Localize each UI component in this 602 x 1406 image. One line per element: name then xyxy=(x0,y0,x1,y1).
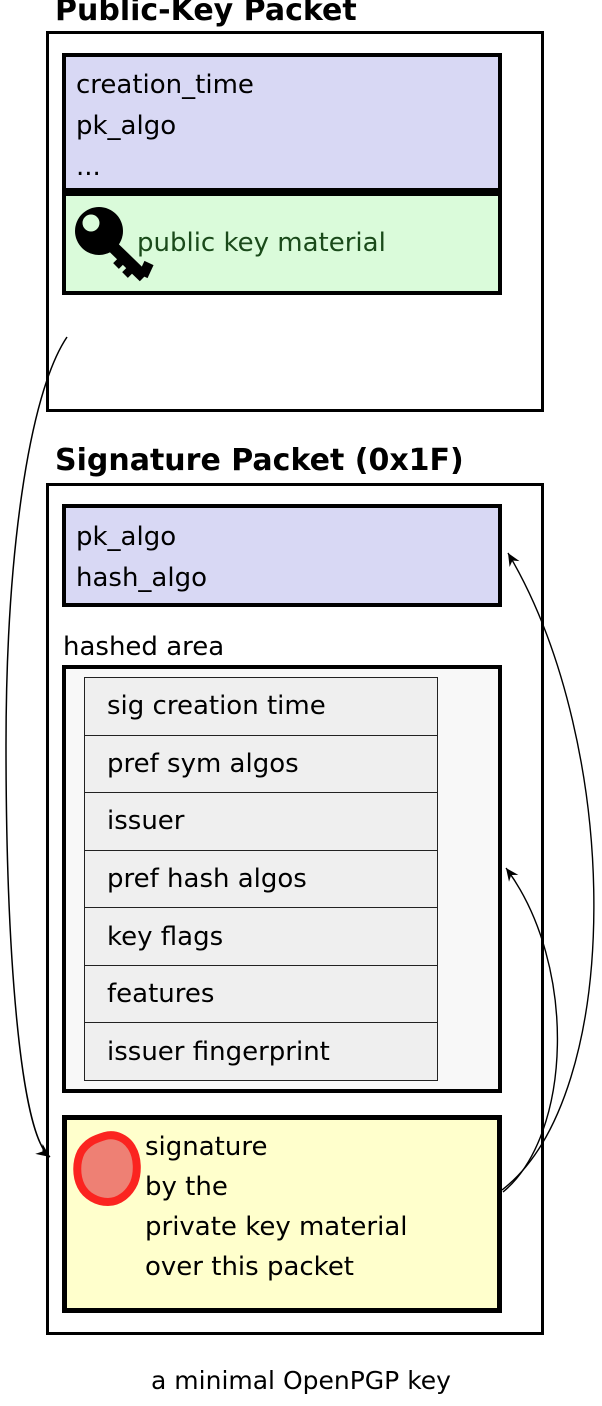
seal-icon xyxy=(73,1131,141,1206)
hashed-subpacket-list: sig creation time pref sym algos issuer … xyxy=(84,677,438,1081)
subpacket-row: issuer xyxy=(85,793,437,851)
field-pk-algo: pk_algo xyxy=(76,522,177,552)
signature-algo-box: pk_algo hash_algo xyxy=(62,504,502,607)
subpacket-row: pref hash algos xyxy=(85,850,437,909)
signature-packet-box: pk_algo hash_algo hashed area sig creati… xyxy=(46,483,544,1335)
signature-box: signature by the private key material ov… xyxy=(62,1115,502,1313)
public-key-material-box: public key material xyxy=(62,192,502,295)
field-hash-algo: hash_algo xyxy=(76,563,208,593)
public-key-fields-box: creation_time pk_algo ... xyxy=(62,53,502,192)
public-key-packet-box: creation_time pk_algo ... public key mat… xyxy=(46,31,544,412)
public-key-material-label: public key material xyxy=(137,228,386,258)
subpacket-row: pref sym algos xyxy=(85,735,437,794)
signature-line: by the xyxy=(145,1172,228,1202)
signature-text: signature by the private key material ov… xyxy=(145,1127,408,1287)
signature-line: over this packet xyxy=(145,1252,355,1282)
field-pk-algo: pk_algo xyxy=(76,111,177,141)
subpacket-row: issuer fingerprint xyxy=(85,1023,437,1081)
signature-line: private key material xyxy=(145,1212,408,1242)
public-key-packet-title: Public-Key Packet xyxy=(55,0,357,28)
diagram-caption: a minimal OpenPGP key xyxy=(151,1366,451,1395)
subpacket-row: sig creation time xyxy=(85,678,437,736)
key-icon xyxy=(75,207,154,282)
signature-packet-title: Signature Packet (0x1F) xyxy=(55,443,464,478)
signature-line: signature xyxy=(145,1132,268,1162)
hashed-area-box: sig creation time pref sym algos issuer … xyxy=(62,665,502,1093)
hashed-area-label: hashed area xyxy=(63,632,225,662)
subpacket-row: features xyxy=(85,965,437,1024)
subpacket-row: key flags xyxy=(85,908,437,966)
field-ellipsis: ... xyxy=(76,152,101,182)
field-creation-time: creation_time xyxy=(76,70,254,100)
